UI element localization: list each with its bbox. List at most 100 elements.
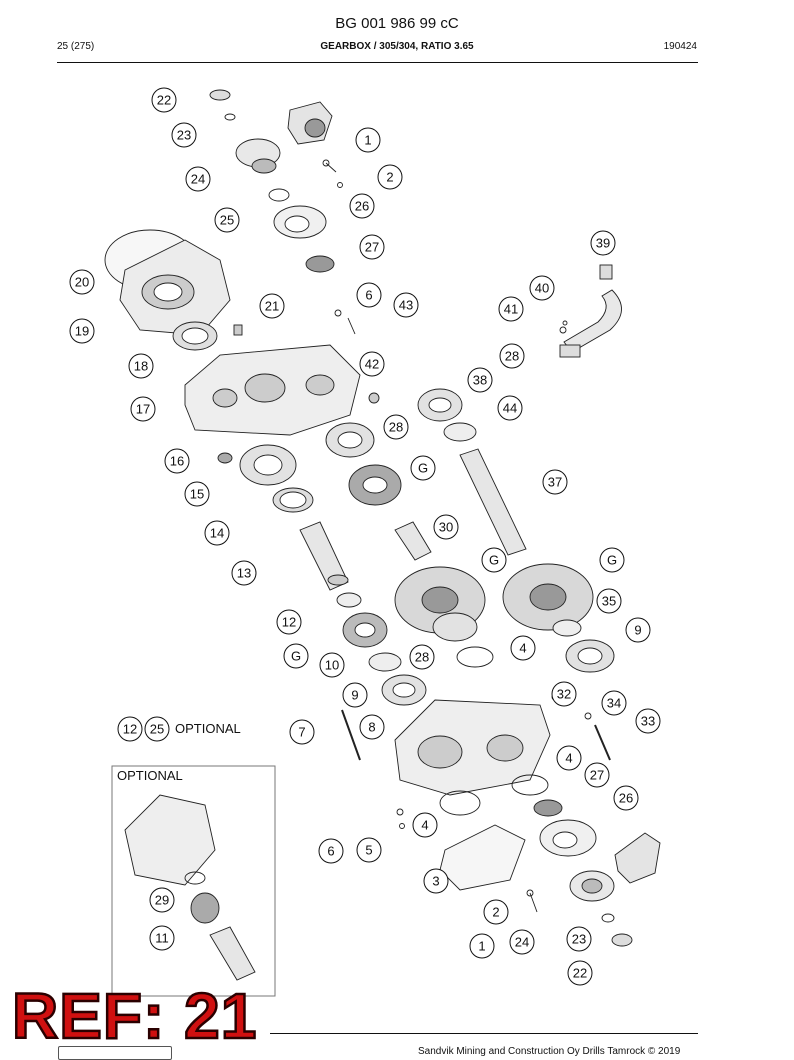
callout-label: 3 bbox=[432, 874, 439, 889]
callout-label: 44 bbox=[503, 401, 517, 416]
callout-label: 28 bbox=[389, 420, 403, 435]
callout-c1a: 1 bbox=[355, 127, 381, 153]
callout-label: G bbox=[607, 553, 617, 568]
callout-c9a: 9 bbox=[625, 617, 651, 643]
callout-c4c: 4 bbox=[412, 812, 438, 838]
callout-label: 32 bbox=[557, 687, 571, 702]
callout-cGc: G bbox=[599, 547, 625, 573]
callout-c12a: 12 bbox=[276, 609, 302, 635]
callout-label: 34 bbox=[607, 696, 621, 711]
callout-label: 38 bbox=[473, 373, 487, 388]
callout-label: 28 bbox=[415, 650, 429, 665]
callout-c41: 41 bbox=[498, 296, 524, 322]
callout-label: 16 bbox=[170, 454, 184, 469]
callout-cGa: G bbox=[410, 455, 436, 481]
callout-c34: 34 bbox=[601, 690, 627, 716]
callout-label: G bbox=[489, 553, 499, 568]
callout-c2a: 2 bbox=[377, 164, 403, 190]
callout-c20: 20 bbox=[69, 269, 95, 295]
callout-c21: 21 bbox=[259, 293, 285, 319]
callout-label: 37 bbox=[548, 475, 562, 490]
callout-c42: 42 bbox=[359, 351, 385, 377]
callout-label: 1 bbox=[478, 939, 485, 954]
callout-label: 42 bbox=[365, 357, 379, 372]
callout-c28a: 28 bbox=[499, 343, 525, 369]
callout-label: 19 bbox=[75, 324, 89, 339]
callout-label: 15 bbox=[190, 487, 204, 502]
callout-c8: 8 bbox=[359, 714, 385, 740]
callout-label: 6 bbox=[365, 288, 372, 303]
part-line-art bbox=[104, 89, 661, 981]
callout-c4a: 4 bbox=[510, 635, 536, 661]
callout-c44: 44 bbox=[497, 395, 523, 421]
callout-label: 10 bbox=[325, 658, 339, 673]
callout-c24a: 24 bbox=[185, 166, 211, 192]
callout-label: 20 bbox=[75, 275, 89, 290]
callout-c15: 15 bbox=[184, 481, 210, 507]
callout-c25a: 25 bbox=[214, 207, 240, 233]
callout-label: 25 bbox=[220, 213, 234, 228]
callout-c35: 35 bbox=[596, 588, 622, 614]
callout-label: 23 bbox=[572, 932, 586, 947]
callout-c9b: 9 bbox=[342, 682, 368, 708]
callout-label: 27 bbox=[365, 240, 379, 255]
callout-c12n: 12 bbox=[117, 716, 143, 742]
callout-c26b: 26 bbox=[613, 785, 639, 811]
callout-label: 5 bbox=[365, 843, 372, 858]
callout-c6b: 6 bbox=[318, 838, 344, 864]
callout-label: 2 bbox=[492, 905, 499, 920]
callout-label: 21 bbox=[265, 299, 279, 314]
callout-c4b: 4 bbox=[556, 745, 582, 771]
callout-c1b: 1 bbox=[469, 933, 495, 959]
callout-cGb: G bbox=[481, 547, 507, 573]
callout-c30: 30 bbox=[433, 514, 459, 540]
callout-label: 17 bbox=[136, 402, 150, 417]
callout-label: 43 bbox=[399, 298, 413, 313]
callout-c43: 43 bbox=[393, 292, 419, 318]
page-number: 25 (275) bbox=[57, 41, 95, 52]
callout-label: 22 bbox=[157, 93, 171, 108]
callout-c25n: 25 bbox=[144, 716, 170, 742]
callout-c17: 17 bbox=[130, 396, 156, 422]
callout-label: 4 bbox=[519, 641, 526, 656]
callout-c28c: 28 bbox=[409, 644, 435, 670]
callout-c16: 16 bbox=[164, 448, 190, 474]
callout-c27a: 27 bbox=[359, 234, 385, 260]
callout-label: 12 bbox=[282, 615, 296, 630]
callout-c32: 32 bbox=[551, 681, 577, 707]
callout-c11: 11 bbox=[149, 925, 175, 951]
callout-label: 29 bbox=[155, 893, 169, 908]
optional-box bbox=[111, 765, 276, 997]
callout-label: 2 bbox=[386, 170, 393, 185]
callout-c6a: 6 bbox=[356, 282, 382, 308]
page-title: GEARBOX / 305/304, RATIO 3.65 bbox=[320, 41, 474, 52]
callout-c23a: 23 bbox=[171, 122, 197, 148]
callout-c18: 18 bbox=[128, 353, 154, 379]
callout-c29: 29 bbox=[149, 887, 175, 913]
footer-copyright: Sandvik Mining and Construction Oy Drill… bbox=[418, 1046, 681, 1057]
callout-label: 9 bbox=[351, 688, 358, 703]
callout-cGd: G bbox=[283, 643, 309, 669]
optional-note: OPTIONAL bbox=[175, 721, 241, 736]
callout-c10: 10 bbox=[319, 652, 345, 678]
callout-label: 14 bbox=[210, 526, 224, 541]
callout-label: 26 bbox=[355, 199, 369, 214]
header-rule bbox=[57, 62, 698, 63]
callout-c27b: 27 bbox=[584, 762, 610, 788]
callout-label: 24 bbox=[191, 172, 205, 187]
document-number: BG 001 986 99 cC bbox=[335, 15, 459, 32]
callout-label: 4 bbox=[565, 751, 572, 766]
callout-label: 41 bbox=[504, 302, 518, 317]
footer-rule bbox=[270, 1033, 698, 1034]
callout-c22a: 22 bbox=[151, 87, 177, 113]
callout-label: G bbox=[291, 649, 301, 664]
callout-label: 28 bbox=[505, 349, 519, 364]
callout-label: 11 bbox=[155, 931, 169, 946]
callout-label: 1 bbox=[364, 133, 371, 148]
callout-c3: 3 bbox=[423, 868, 449, 894]
callout-c28b: 28 bbox=[383, 414, 409, 440]
callout-label: 23 bbox=[177, 128, 191, 143]
callout-c22b: 22 bbox=[567, 960, 593, 986]
callout-label: 35 bbox=[602, 594, 616, 609]
